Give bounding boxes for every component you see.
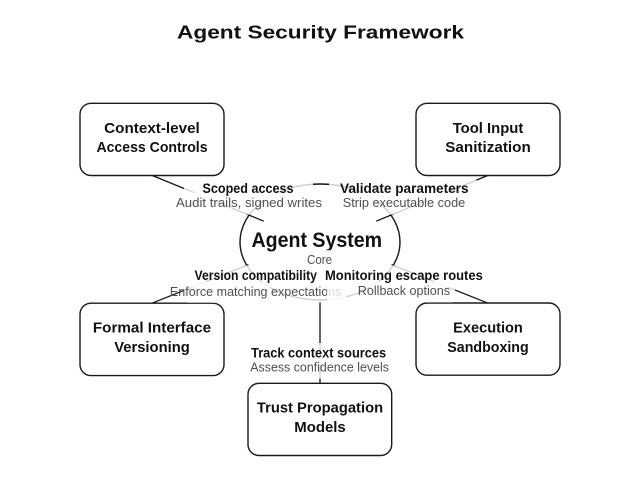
svg-text:Sanitization: Sanitization <box>445 139 531 156</box>
svg-text:Tool Input: Tool Input <box>453 120 524 137</box>
svg-text:Context-level: Context-level <box>104 120 200 137</box>
svg-text:Scoped access: Scoped access <box>203 181 294 196</box>
svg-text:Formal Interface: Formal Interface <box>93 320 211 337</box>
svg-text:Core: Core <box>307 253 332 267</box>
svg-text:Agent System: Agent System <box>252 228 383 252</box>
svg-text:Sandboxing: Sandboxing <box>447 339 528 356</box>
svg-text:Version compatibility: Version compatibility <box>195 268 318 283</box>
svg-text:Trust Propagation: Trust Propagation <box>257 400 383 417</box>
svg-text:Models: Models <box>294 419 346 436</box>
svg-text:Assess confidence levels: Assess confidence levels <box>250 361 389 375</box>
svg-text:Strip executable code: Strip executable code <box>343 196 466 210</box>
svg-text:Validate parameters: Validate parameters <box>340 181 469 196</box>
svg-text:Enforce matching expectations: Enforce matching expectations <box>170 285 342 299</box>
svg-text:Rollback options: Rollback options <box>358 284 450 298</box>
svg-text:Track context sources: Track context sources <box>251 346 386 361</box>
svg-text:Agent Security Framework: Agent Security Framework <box>177 23 465 43</box>
svg-text:Monitoring escape routes: Monitoring escape routes <box>325 268 483 283</box>
svg-text:Access Controls: Access Controls <box>96 139 207 156</box>
svg-text:Execution: Execution <box>453 320 523 337</box>
svg-text:Audit trails, signed writes: Audit trails, signed writes <box>176 196 322 210</box>
svg-text:Versioning: Versioning <box>114 339 190 356</box>
